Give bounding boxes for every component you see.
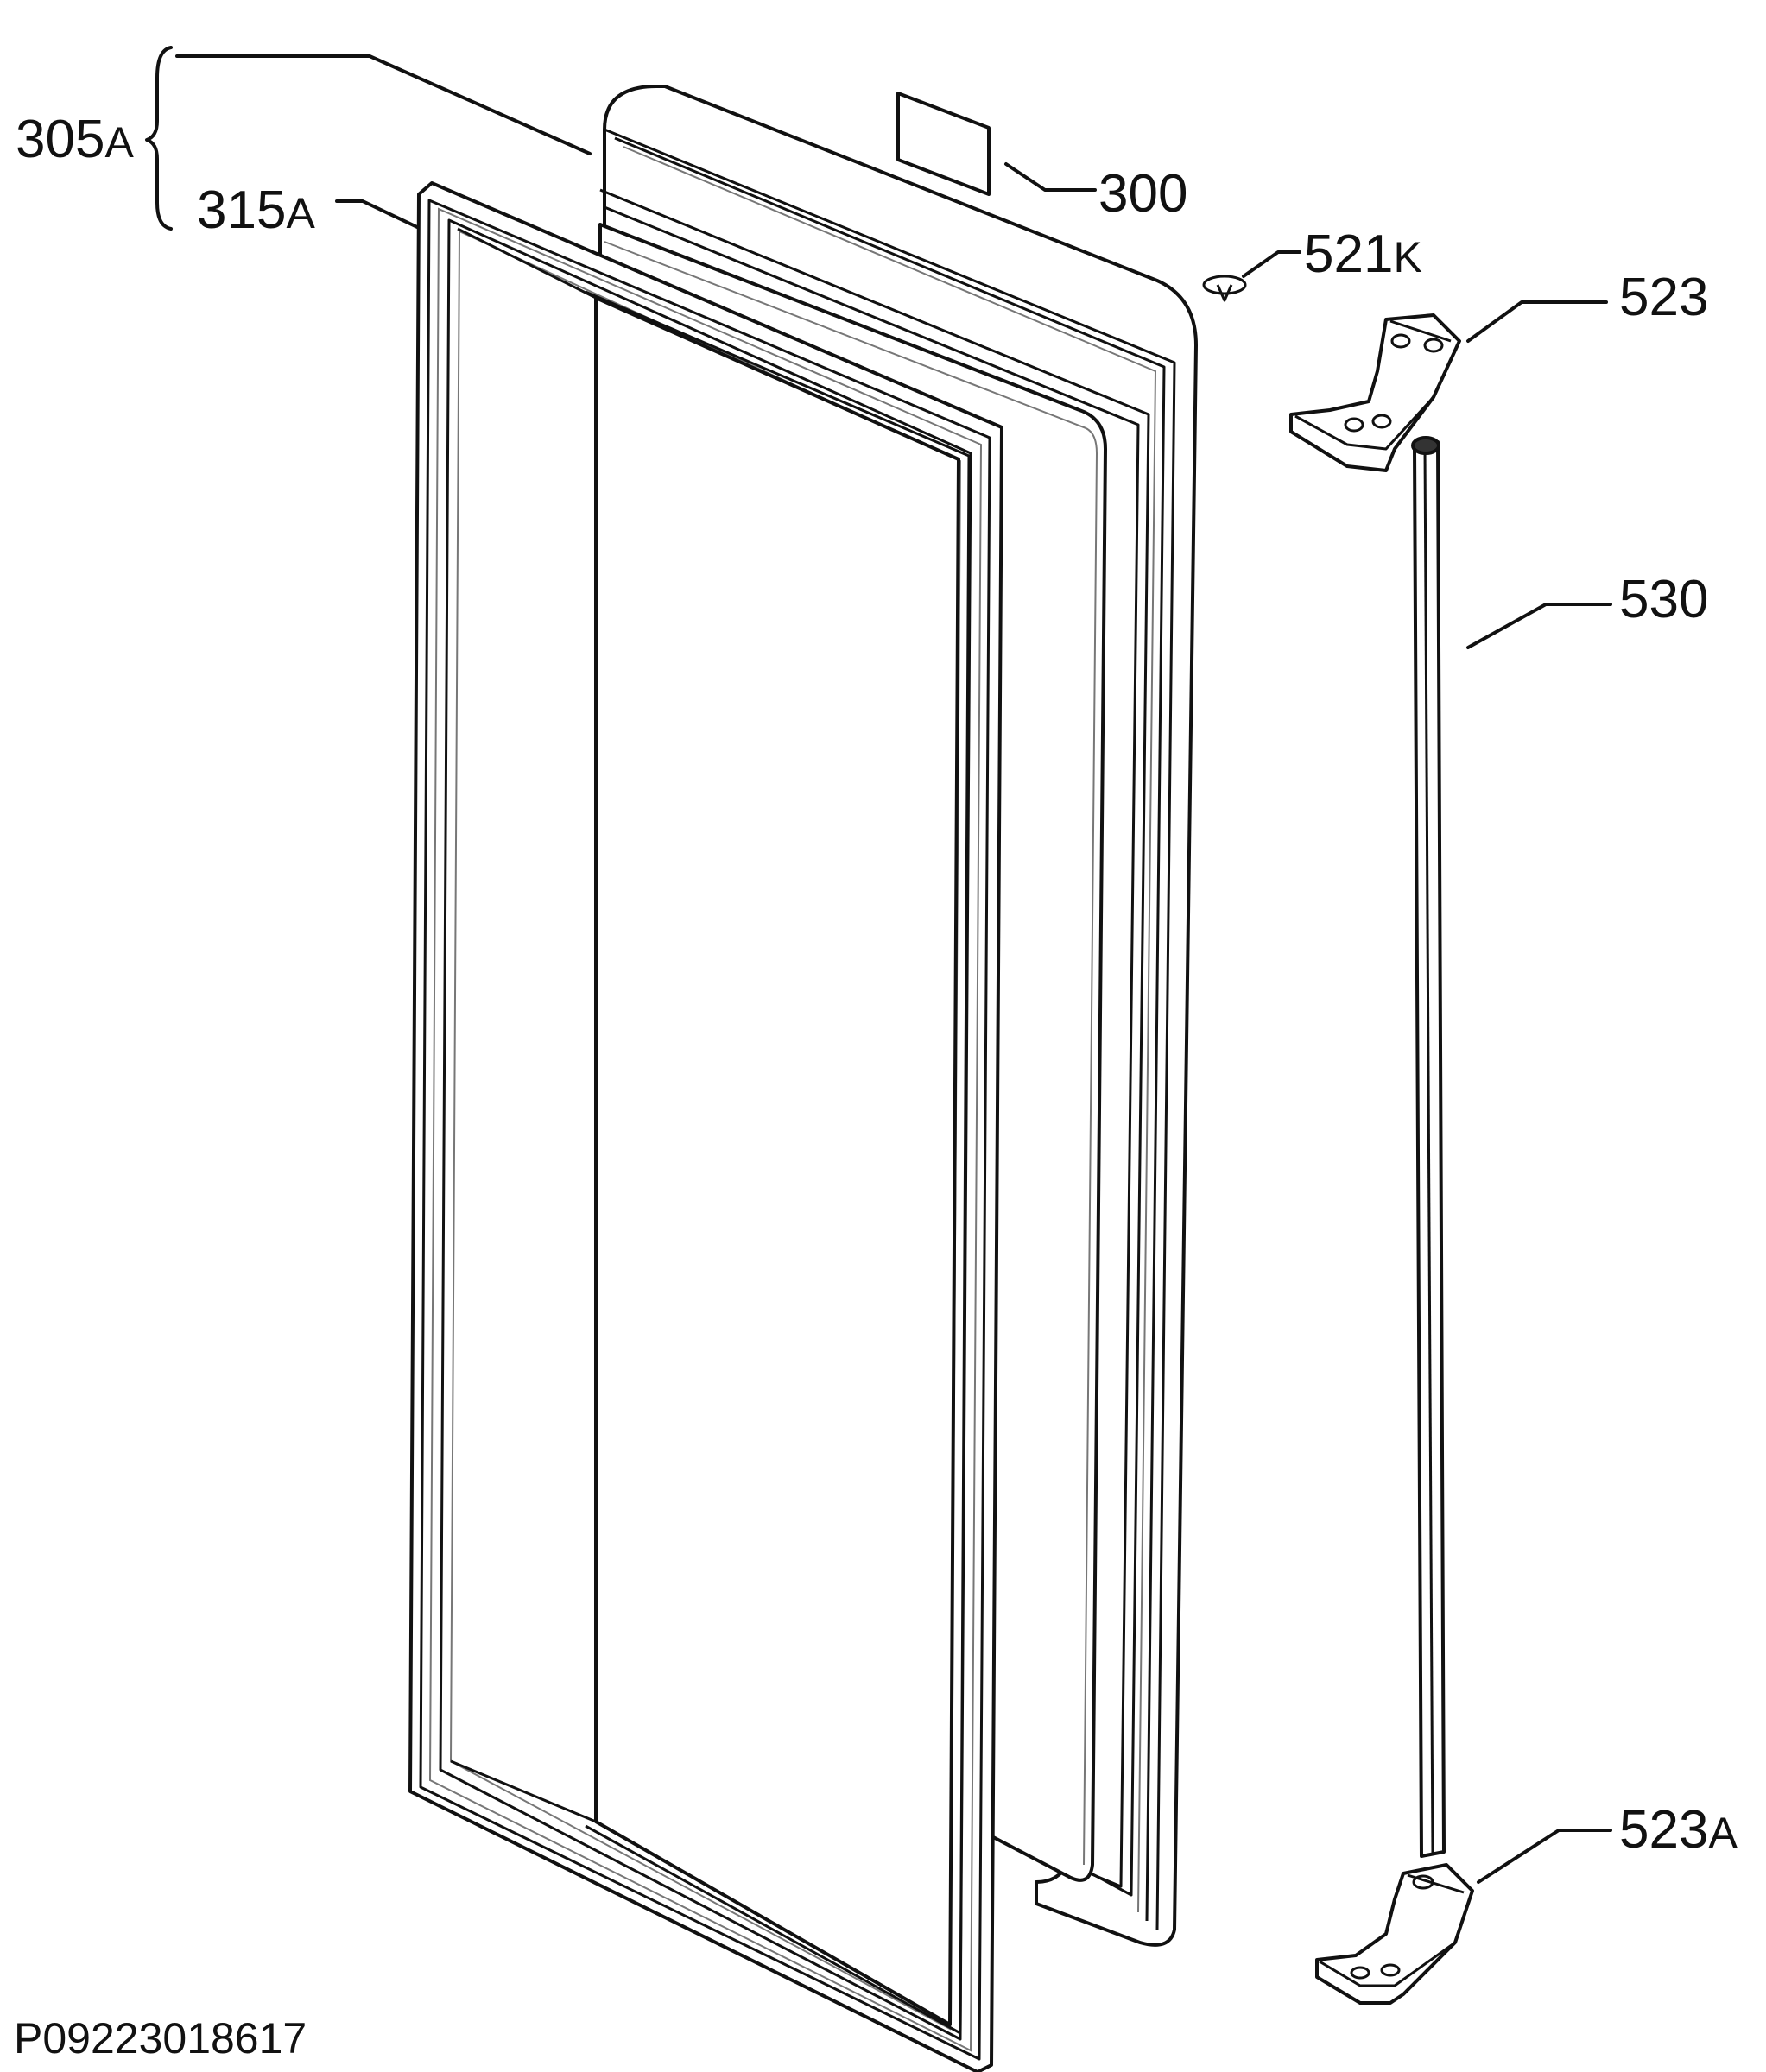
label-315A: 315A xyxy=(197,180,315,240)
lower-hinge xyxy=(1315,1863,1474,2005)
upper-hinge xyxy=(1289,313,1461,472)
label-305A: 305A xyxy=(16,110,134,169)
hinge-rod xyxy=(1411,436,1446,1858)
diagram-code: P09223018617 xyxy=(14,2014,307,2063)
label-521K: 521K xyxy=(1304,224,1422,284)
screw xyxy=(1202,275,1247,302)
label-530: 530 xyxy=(1619,570,1708,629)
door-gasket xyxy=(408,181,1003,2072)
label-523A: 523A xyxy=(1619,1800,1738,1860)
label-523: 523 xyxy=(1619,268,1708,327)
label-300: 300 xyxy=(1098,164,1187,224)
group-brace xyxy=(145,46,173,231)
door-label-patch xyxy=(896,92,991,196)
leader-lines xyxy=(145,46,1612,1884)
